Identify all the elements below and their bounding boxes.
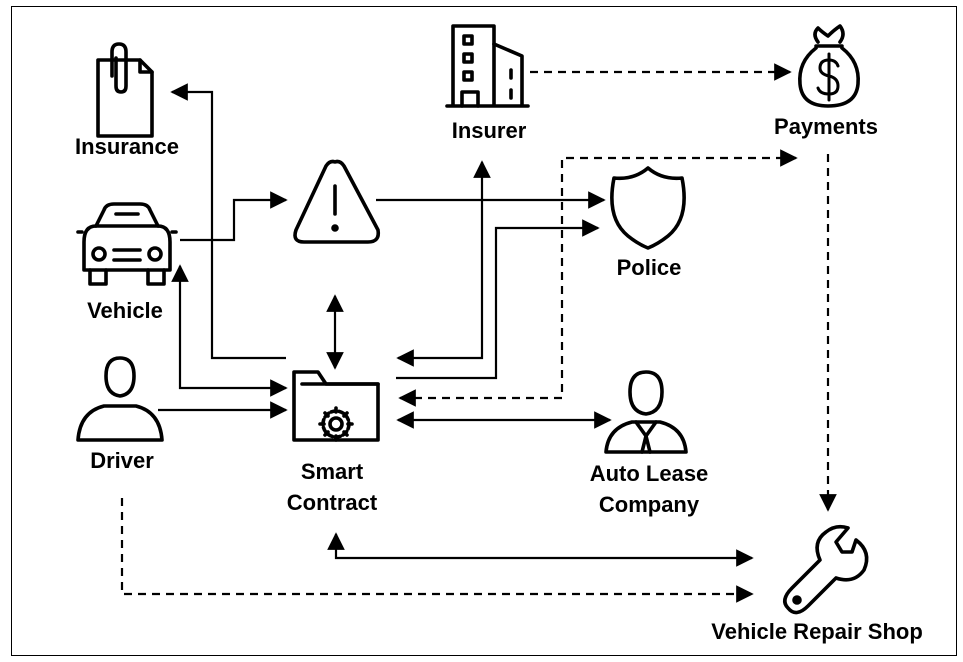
- money-bag-icon: [798, 24, 860, 108]
- insurer-label: Insurer: [451, 118, 527, 143]
- edge-driver-repairshop: [120, 498, 754, 603]
- driver-label: Driver: [90, 448, 154, 473]
- edge-contract-police: [396, 219, 600, 380]
- repair-shop-label: Vehicle Repair Shop: [711, 619, 923, 644]
- vehicle-label: Vehicle: [87, 298, 163, 323]
- wrench-icon: [783, 524, 869, 615]
- auto-lease-label-line2: Company: [598, 492, 700, 517]
- folder-gear-icon: [292, 370, 380, 442]
- edge-contract-repairshop: [327, 532, 754, 567]
- document-clip-icon: [96, 42, 154, 138]
- edge-vehicle-incident: [180, 191, 288, 242]
- insurance-label: Insurance: [75, 134, 179, 159]
- businessman-icon: [604, 370, 688, 454]
- edge-vehicle-contract: [171, 264, 288, 397]
- warning-icon: [293, 159, 381, 244]
- edge-contract-insurer: [396, 160, 491, 367]
- smart-contract-label: Smart Contract: [287, 456, 377, 518]
- edge-contract-payments: [398, 149, 798, 407]
- smart-contract-label-line2: Contract: [286, 490, 378, 515]
- auto-lease-label-line1: Auto Lease: [589, 461, 709, 486]
- auto-lease-label: Auto Lease Company: [590, 458, 709, 520]
- diagram-frame: [11, 6, 957, 656]
- smart-contract-label-line1: Smart: [300, 459, 364, 484]
- shield-icon: [610, 166, 686, 250]
- police-label: Police: [616, 255, 682, 280]
- payments-label: Payments: [774, 114, 878, 139]
- car-icon: [76, 202, 178, 286]
- edge-contract-insurance: [170, 83, 286, 360]
- office-building-icon: [445, 24, 530, 108]
- person-icon: [76, 356, 164, 442]
